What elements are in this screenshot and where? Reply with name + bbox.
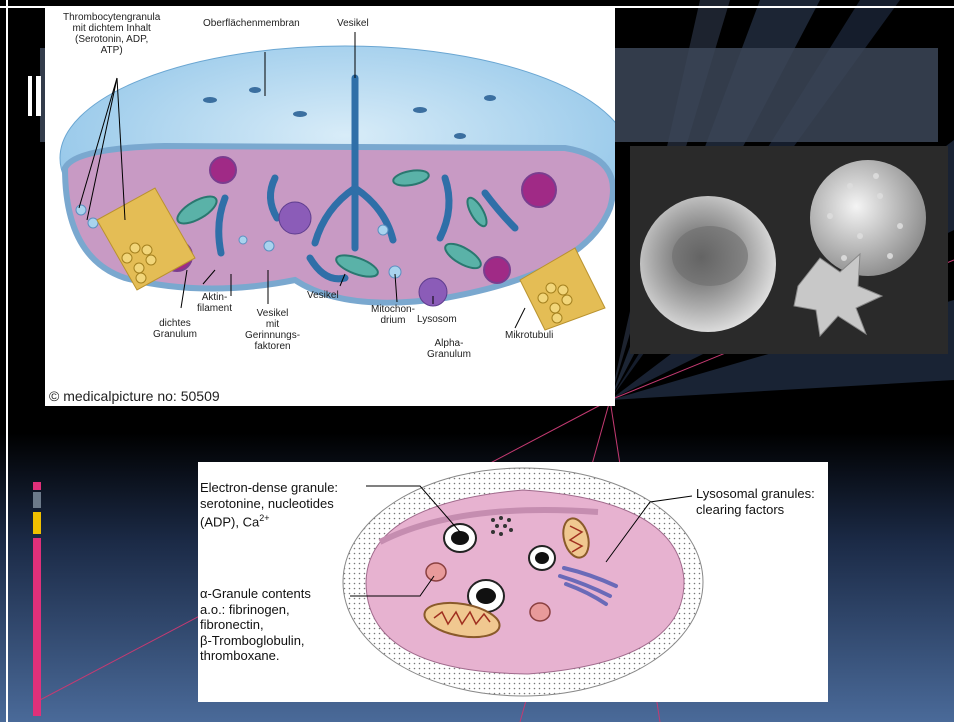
label-alpha-granule: Alpha- Granulum bbox=[427, 338, 471, 360]
label-dense-granule: dichtes Granulum bbox=[153, 318, 197, 340]
label-clotting-vesicle: Vesikel mit Gerinnungs- faktoren bbox=[245, 308, 300, 352]
label-microtubules: Mikrotubuli bbox=[505, 330, 553, 341]
label-vesicle-top: Vesikel bbox=[337, 18, 369, 29]
slide-border-left bbox=[6, 0, 8, 722]
label-mitochondrium: Mitochon- drium bbox=[371, 304, 415, 326]
label-surface-membrane: Oberflächenmembran bbox=[203, 18, 300, 29]
white-blood-cell bbox=[810, 160, 926, 276]
label-electron-dense-granule: Electron-dense granule: serotonine, nucl… bbox=[200, 480, 338, 530]
accent-yellow bbox=[33, 512, 41, 534]
platelet-illustration bbox=[45, 8, 615, 406]
accent-gray bbox=[33, 492, 41, 508]
micrograph-illustration bbox=[630, 146, 948, 354]
label-actin: Aktin- filament bbox=[197, 292, 232, 314]
label-thrombocyte-granules: Thrombocytengranula mit dichtem Inhalt (… bbox=[63, 12, 160, 56]
platelet-cross-section-diagram: Thrombocytengranula mit dichtem Inhalt (… bbox=[45, 8, 615, 406]
title-marker bbox=[28, 76, 32, 116]
label-lysosomal-granules: Lysosomal granules: clearing factors bbox=[696, 486, 815, 517]
label-vesicle-bottom: Vesikel bbox=[307, 290, 339, 301]
accent-pink-long bbox=[33, 538, 41, 716]
platelet-schematic-diagram: Electron-dense granule: serotonine, nucl… bbox=[198, 462, 828, 702]
accent-pink bbox=[33, 482, 41, 490]
electron-micrograph bbox=[630, 146, 948, 354]
label-lysosome: Lysosom bbox=[417, 314, 457, 325]
label-alpha-granule-contents: α-Granule contents a.o.: fibrinogen, fib… bbox=[200, 586, 311, 664]
image-credit: © medicalpicture no: 50509 bbox=[49, 388, 220, 404]
title-marker bbox=[36, 76, 41, 116]
